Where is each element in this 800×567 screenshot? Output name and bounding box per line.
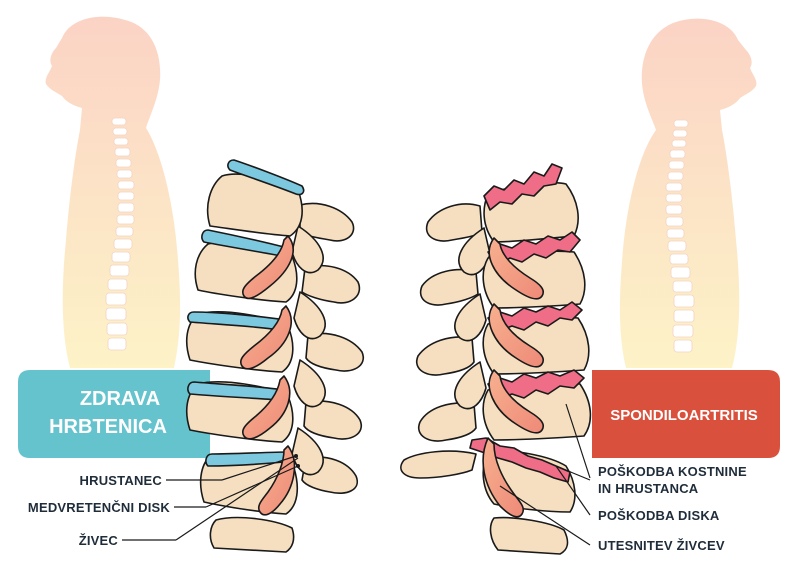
spondyloarthritis-title: SPONDILOARTRITIS [610,407,758,424]
label-disc-damage: POŠKODBA DISKA [598,508,720,523]
damaged-callout-lines [499,403,591,546]
spondyloarthritis-mini-spine [665,119,695,353]
healthy-spine-detail [185,159,365,553]
spondyloarthritis-banner: SPONDILOARTRITIS [592,370,780,458]
label-bone-damage-line2: IN HRUSTANCA [598,481,699,496]
healthy-spine-banner: ZDRAVA HRBTENICA [18,370,210,458]
spondyloarthritis-body-silhouette [619,18,757,368]
healthy-mini-spine [105,117,135,351]
damaged-spine-detail [400,163,592,555]
healthy-body-silhouette [45,16,181,368]
healthy-title-line1: ZDRAVA [80,388,160,410]
label-nerve: ŽIVEC [79,533,119,548]
healthy-callout-lines [122,455,299,541]
healthy-callout-dots [294,454,300,468]
label-nerve-compression: UTESNITEV ŽIVCEV [598,538,725,553]
label-cartilage: HRUSTANEC [80,473,163,488]
label-bone-damage-line1: POŠKODBA KOSTNINE [598,464,747,479]
label-intervertebral-disc: MEDVRETENČNI DISK [28,500,170,515]
healthy-title-line2: HRBTENICA [49,416,167,438]
